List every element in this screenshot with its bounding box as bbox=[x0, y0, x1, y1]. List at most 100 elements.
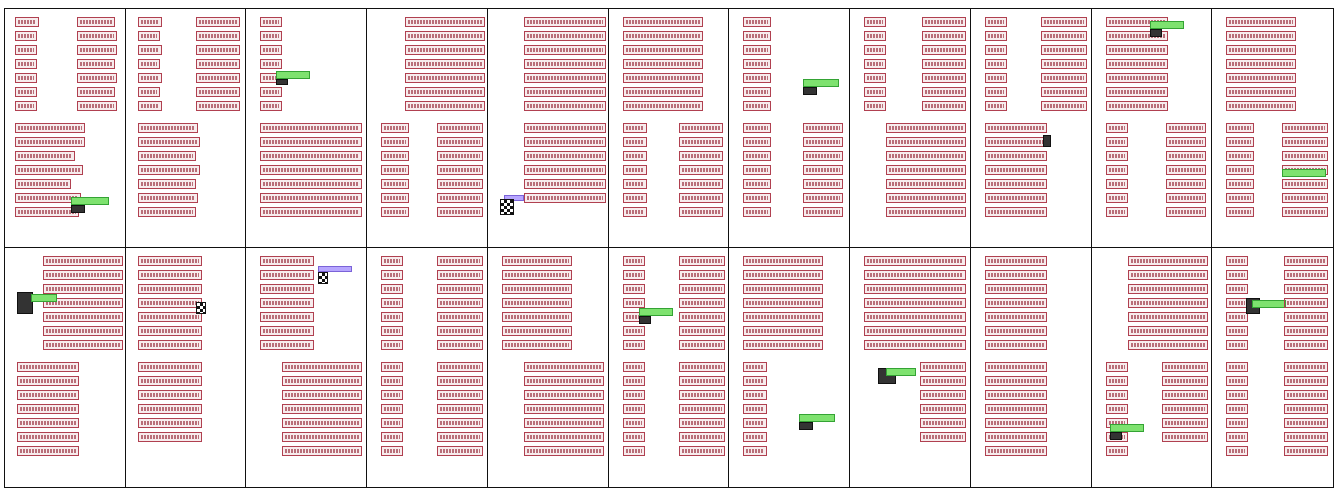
detection-box bbox=[43, 270, 123, 280]
detection-box bbox=[137, 31, 160, 41]
detection-box bbox=[1226, 270, 1249, 280]
detection-box bbox=[137, 179, 196, 189]
detection-box bbox=[803, 165, 844, 175]
detection-box bbox=[1226, 418, 1249, 428]
detection-box bbox=[1226, 151, 1255, 161]
detection-box bbox=[1161, 376, 1208, 386]
detection-box bbox=[437, 340, 484, 350]
detection-box bbox=[523, 73, 606, 83]
dark-marker bbox=[276, 79, 289, 85]
detection-box bbox=[1226, 123, 1255, 133]
detection-box bbox=[17, 362, 79, 372]
detection-box bbox=[622, 123, 647, 133]
green-highlight bbox=[276, 71, 311, 79]
detection-box bbox=[437, 418, 484, 428]
detection-box bbox=[523, 101, 606, 111]
detection-box bbox=[523, 165, 606, 175]
detection-box bbox=[622, 87, 703, 97]
detection-box bbox=[984, 256, 1047, 266]
detection-box bbox=[984, 17, 1007, 27]
detection-box bbox=[137, 312, 202, 322]
detection-box bbox=[1105, 193, 1128, 203]
detection-box bbox=[1284, 376, 1329, 386]
detection-box bbox=[260, 123, 363, 133]
detection-box bbox=[15, 137, 85, 147]
detection-box bbox=[437, 151, 484, 161]
detection-box bbox=[1040, 101, 1087, 111]
detection-box bbox=[282, 446, 363, 456]
detection-box bbox=[1282, 207, 1329, 217]
detection-box bbox=[984, 59, 1007, 69]
detection-box bbox=[864, 101, 887, 111]
detection-box bbox=[743, 45, 772, 55]
panel-2 bbox=[125, 9, 247, 248]
detection-box bbox=[437, 284, 484, 294]
detection-box bbox=[864, 31, 887, 41]
detection-box bbox=[437, 207, 484, 217]
detection-box bbox=[15, 45, 37, 55]
qr-code bbox=[195, 302, 206, 314]
detection-box bbox=[1105, 101, 1168, 111]
detection-box bbox=[1105, 179, 1128, 189]
detection-box bbox=[1226, 284, 1249, 294]
detection-box bbox=[743, 207, 772, 217]
detection-box bbox=[523, 362, 604, 372]
detection-box bbox=[622, 340, 645, 350]
detection-box bbox=[743, 87, 772, 97]
detection-box bbox=[437, 446, 484, 456]
detection-box bbox=[1284, 446, 1329, 456]
detection-box bbox=[15, 17, 39, 27]
detection-box bbox=[1284, 418, 1329, 428]
detection-box bbox=[678, 256, 725, 266]
detection-box bbox=[622, 207, 647, 217]
detection-box bbox=[437, 432, 484, 442]
purple-highlight bbox=[318, 266, 353, 272]
detection-box bbox=[43, 312, 123, 322]
detection-box bbox=[622, 17, 703, 27]
detection-box bbox=[984, 340, 1047, 350]
detection-box bbox=[77, 31, 117, 41]
detection-box bbox=[984, 432, 1047, 442]
detection-box bbox=[137, 123, 198, 133]
detection-box bbox=[743, 123, 772, 133]
detection-box bbox=[137, 284, 202, 294]
detection-box bbox=[260, 312, 315, 322]
panel-22 bbox=[1212, 248, 1333, 487]
detection-box bbox=[1284, 390, 1329, 400]
detection-box bbox=[1161, 362, 1208, 372]
detection-box bbox=[15, 151, 75, 161]
detection-box bbox=[678, 137, 723, 147]
detection-box bbox=[405, 45, 486, 55]
detection-box bbox=[501, 326, 572, 336]
detection-box bbox=[43, 298, 123, 308]
detection-box bbox=[1226, 101, 1297, 111]
detection-box bbox=[984, 31, 1007, 41]
detection-box bbox=[43, 340, 123, 350]
detection-box bbox=[137, 390, 202, 400]
detection-box bbox=[984, 312, 1047, 322]
detection-box bbox=[17, 390, 79, 400]
detection-box bbox=[195, 73, 240, 83]
detection-box bbox=[1284, 256, 1329, 266]
detection-box bbox=[622, 193, 647, 203]
detection-box bbox=[15, 87, 37, 97]
detection-box bbox=[743, 326, 824, 336]
panel-8 bbox=[850, 9, 971, 248]
detection-box bbox=[622, 298, 645, 308]
detection-box bbox=[864, 340, 967, 350]
detection-box bbox=[523, 87, 606, 97]
detection-box bbox=[984, 73, 1007, 83]
detection-box bbox=[260, 137, 363, 147]
detection-box bbox=[1226, 165, 1255, 175]
detection-box bbox=[622, 418, 645, 428]
detection-box bbox=[1284, 326, 1329, 336]
detection-box bbox=[15, 123, 85, 133]
detection-box bbox=[282, 362, 363, 372]
detection-box bbox=[864, 298, 967, 308]
detection-box bbox=[1226, 376, 1249, 386]
detection-box bbox=[195, 59, 240, 69]
detection-box bbox=[501, 284, 572, 294]
detection-box bbox=[523, 404, 604, 414]
detection-box bbox=[1282, 179, 1329, 189]
detection-box bbox=[743, 418, 768, 428]
